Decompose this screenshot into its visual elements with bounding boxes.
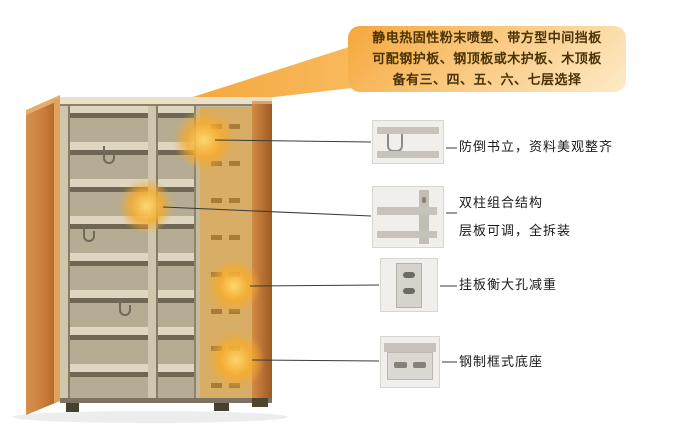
thumb-base-slot	[394, 362, 407, 368]
thumb-shelf-bar	[377, 151, 439, 158]
feature-label-base-frame: 钢制框式底座	[459, 355, 544, 370]
left-wood-panel	[26, 95, 60, 415]
feature-thumbnail-book-stand	[372, 120, 444, 164]
feature-label-book-stand: 防倒书立，资料美观整齐	[459, 140, 614, 155]
thumb-plate-hole	[403, 288, 415, 294]
thumb-base-slab	[384, 343, 436, 352]
highlight-circles	[118, 109, 265, 389]
connector-lines	[162, 139, 457, 363]
thumb-post-slot	[422, 197, 426, 203]
feature-thumbnail-hang-plate	[380, 258, 438, 312]
callout-text-line: 可配钢护板、钢顶板或木护板、木顶板	[372, 51, 602, 67]
thumb-base-slot	[413, 362, 426, 368]
shelf-base	[60, 398, 272, 412]
callout-box: 静电热固性粉末喷塑、带方型中间挡板 可配钢护板、钢顶板或木护板、木顶板 备有三、…	[348, 26, 626, 92]
thumb-shelf-bar	[377, 207, 437, 215]
callout-text-line: 备有三、四、五、六、七层选择	[392, 72, 582, 88]
thumb-column-post	[419, 190, 429, 244]
thumb-plate-hole	[403, 272, 415, 278]
feature-label-hang-plate: 挂板衡大孔减重	[459, 278, 558, 293]
book-support-wires	[83, 146, 131, 316]
thumb-shelf-bar	[377, 231, 437, 238]
feature-label-double-column: 双柱组合结构	[459, 196, 544, 211]
feature-thumbnail-base-frame	[380, 336, 440, 388]
right-wood-panel	[252, 101, 272, 398]
callout-tail-icon	[146, 46, 352, 112]
thumb-hang-plate	[396, 263, 422, 308]
thumb-book-stand-wire	[387, 134, 403, 152]
bookshelf-illustration	[12, 95, 288, 423]
thumb-shelf-bar	[377, 127, 439, 134]
callout-text-line: 静电热固性粉末喷塑、带方型中间挡板	[372, 30, 602, 46]
feature-label-double-column-2: 层板可调，全拆装	[459, 224, 572, 239]
feature-thumbnail-double-column	[372, 186, 444, 248]
shelf-posts	[60, 105, 158, 398]
